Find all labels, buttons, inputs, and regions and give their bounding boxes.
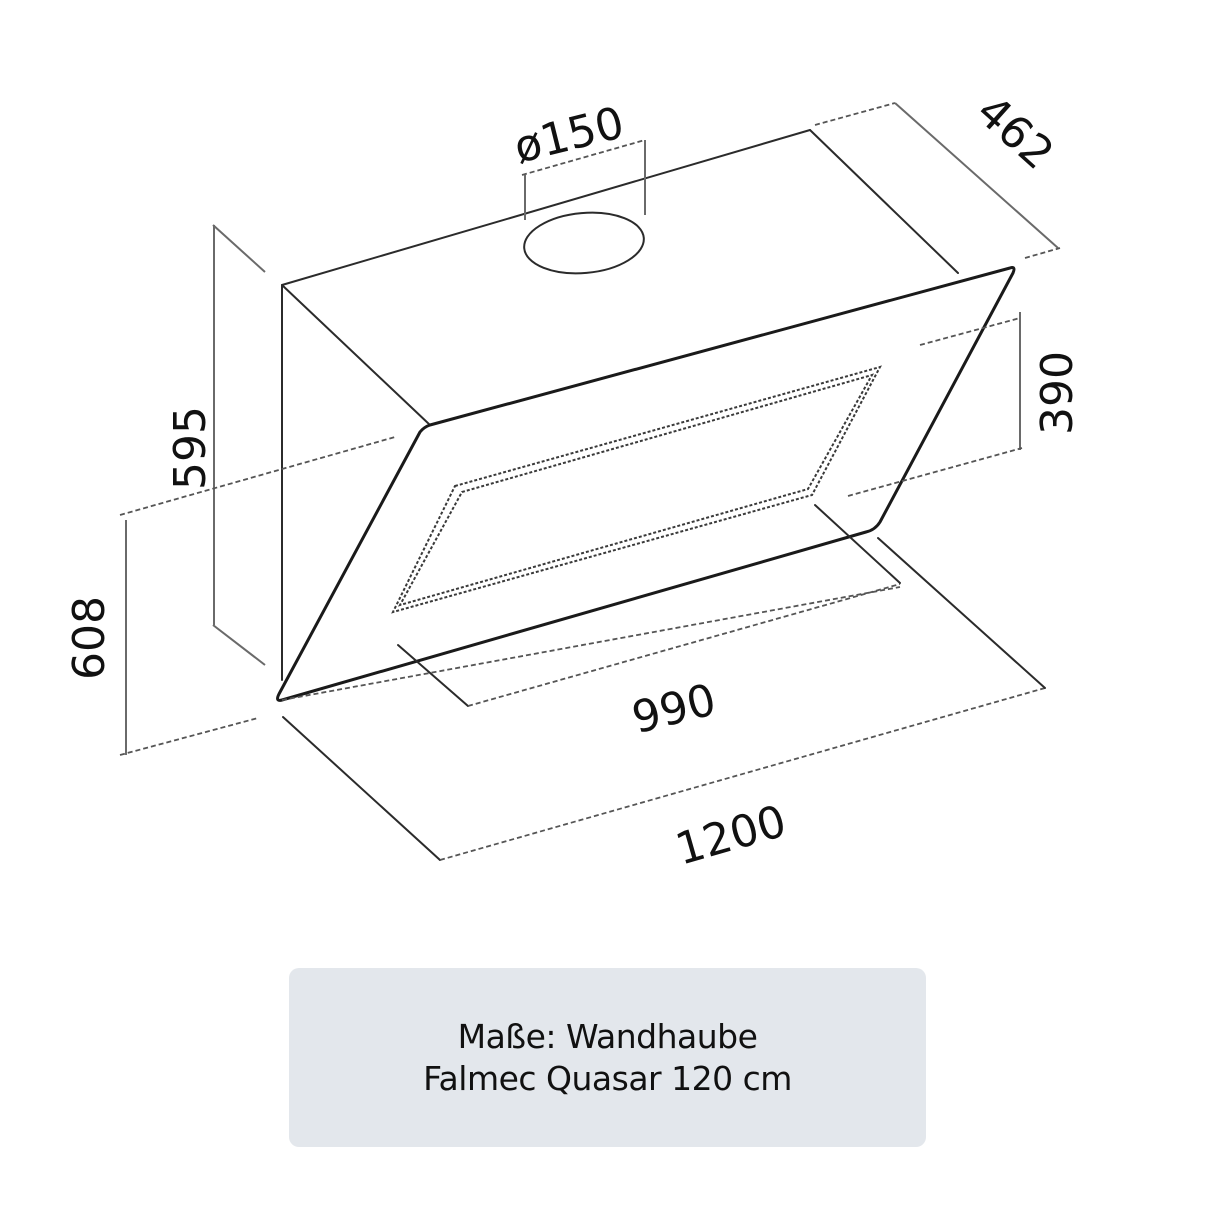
hood-body-outline (281, 129, 959, 681)
duct-outlet-icon (523, 211, 645, 275)
dim-chimney-height (119, 224, 396, 666)
label-glass-height: 390 (1032, 351, 1083, 435)
label-total-width: 1200 (670, 796, 792, 876)
caption-box: Maße: Wandhaube Falmec Quasar 120 cm (289, 968, 926, 1147)
label-chimney-height: 595 (165, 406, 216, 490)
dim-total-width (282, 537, 1046, 861)
dim-depth (814, 102, 1061, 259)
hood-dimension-drawing: ø150 462 390 595 608 990 1200 (64, 86, 1083, 876)
dim-duct-diameter (521, 139, 646, 220)
dim-glass-height (847, 312, 1023, 497)
filter-frame (391, 365, 882, 614)
dim-filter-width (281, 504, 901, 707)
label-filter-width: 990 (627, 674, 721, 744)
glass-panel (276, 266, 1016, 702)
caption-title: Maße: Wandhaube (457, 1017, 758, 1057)
label-total-height: 608 (64, 596, 115, 680)
dim-total-height (119, 520, 259, 756)
label-depth: 462 (967, 86, 1064, 180)
caption-model: Falmec Quasar 120 cm (423, 1058, 792, 1098)
